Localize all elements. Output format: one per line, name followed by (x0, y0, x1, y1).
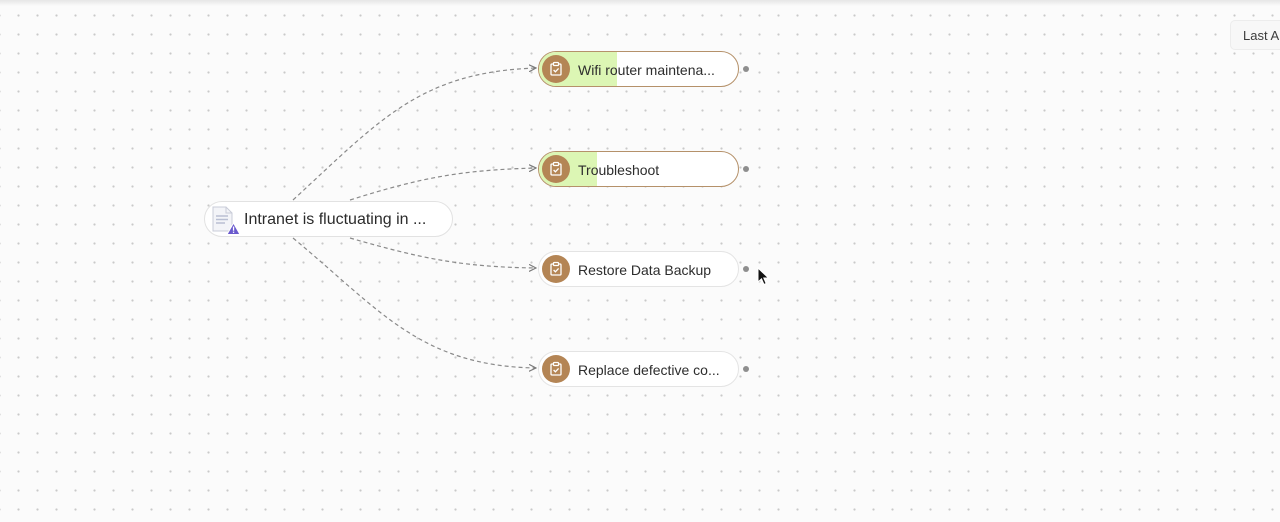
task-label: Troubleshoot (578, 162, 660, 178)
connection-port[interactable] (743, 266, 749, 272)
edge-to-task-2 (349, 168, 536, 201)
connection-port[interactable] (743, 166, 749, 172)
last-activity-label: Last A (1243, 28, 1280, 43)
root-issue-label: Intranet is fluctuating in ... (244, 211, 427, 228)
edge-to-task-4 (292, 237, 536, 368)
connection-port[interactable] (743, 66, 749, 72)
task-node-wifi-router[interactable]: Wifi router maintena... (538, 51, 739, 87)
task-label: Restore Data Backup (578, 262, 712, 278)
task-label: Wifi router maintena... (578, 62, 715, 78)
edge-to-task-3 (349, 237, 536, 268)
edge-to-task-1 (292, 68, 536, 201)
task-node-replace-defective[interactable]: Replace defective co... (538, 351, 739, 387)
task-node-troubleshoot[interactable]: Troubleshoot (538, 151, 739, 187)
task-node-restore-backup[interactable]: Restore Data Backup (538, 251, 739, 287)
task-label: Replace defective co... (578, 362, 720, 378)
mouse-cursor-icon (757, 267, 770, 286)
clipboard-check-icon (542, 355, 570, 383)
clipboard-check-icon (542, 255, 570, 283)
clipboard-check-icon (542, 55, 570, 83)
last-activity-button[interactable]: Last A (1230, 20, 1280, 50)
root-issue-node[interactable]: Intranet is fluctuating in ... (204, 201, 453, 237)
top-bar-shadow (0, 0, 1280, 6)
document-warning-icon (209, 204, 241, 236)
connection-port[interactable] (743, 366, 749, 372)
clipboard-check-icon (542, 155, 570, 183)
